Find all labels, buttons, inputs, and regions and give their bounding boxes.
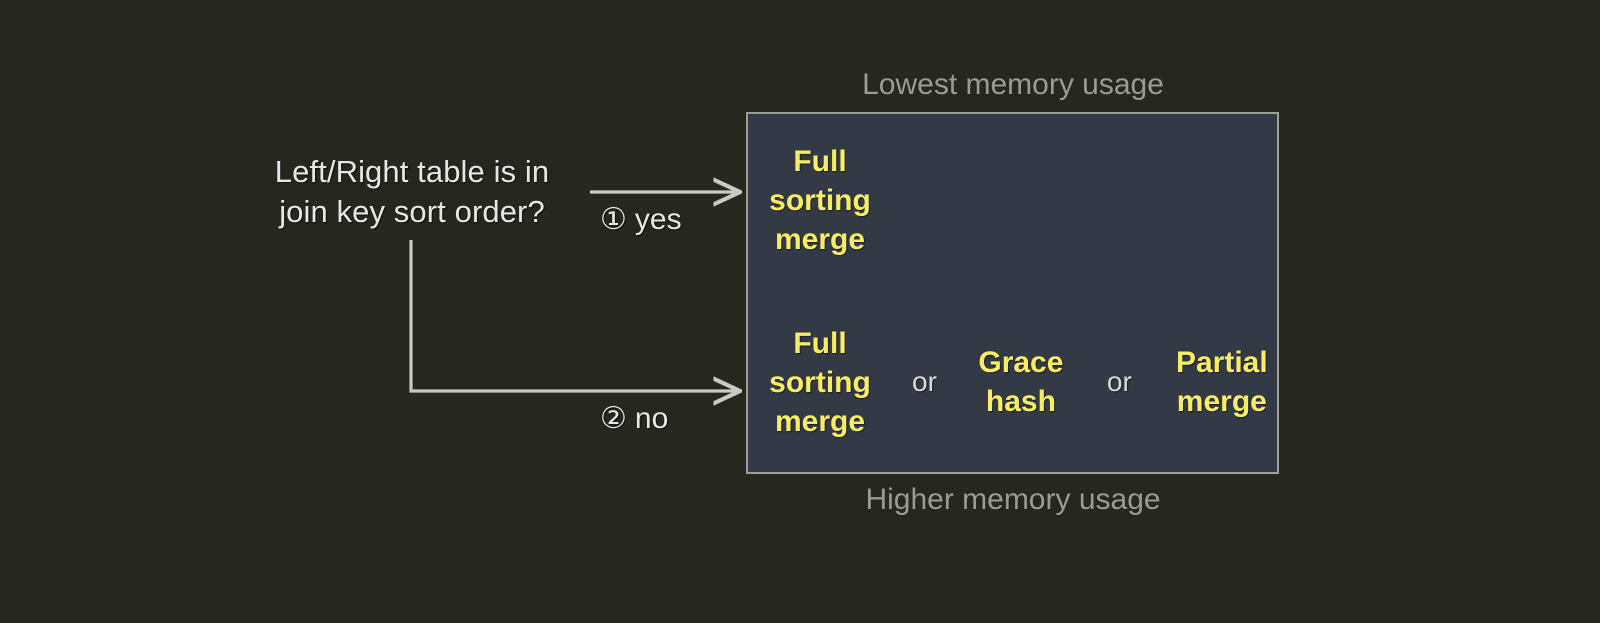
option-word: merge xyxy=(774,404,866,438)
option-word: merge xyxy=(774,222,866,256)
strategy-full-sorting-merge-unsorted: Full sorting merge xyxy=(756,324,884,441)
option-separator-2: or xyxy=(1106,366,1132,397)
option-word: merge xyxy=(1176,385,1267,418)
caption-higher-memory: Higher memory usage xyxy=(865,483,1161,516)
option-word: Partial xyxy=(1175,346,1268,379)
option-word: sorting xyxy=(769,365,871,399)
option-word: sorting xyxy=(769,183,871,217)
arrow-branch-no xyxy=(409,240,737,391)
strategy-grace-hash: Grace hash xyxy=(965,343,1077,421)
branch-text-yes: yes xyxy=(634,203,682,236)
option-word: Full xyxy=(793,326,847,360)
option-word: hash xyxy=(985,385,1056,418)
strategy-row-sorted: Full sorting merge xyxy=(748,130,1289,270)
option-word: Full xyxy=(793,144,847,178)
join-strategy-panel: Full sorting merge Full sorting merge or… xyxy=(746,112,1279,474)
strategy-full-sorting-merge-sorted: Full sorting merge xyxy=(760,142,880,259)
branch-marker-1: ① xyxy=(600,203,627,236)
strategy-row-unsorted: Full sorting merge or Grace hash or Part… xyxy=(748,312,1285,452)
question-line-1: Left/Right table is in xyxy=(274,154,550,189)
caption-lowest-memory: Lowest memory usage xyxy=(862,68,1164,101)
option-separator-1: or xyxy=(912,366,937,397)
strategy-partial-merge: Partial merge xyxy=(1162,343,1282,421)
decision-question: Left/Right table is in join key sort ord… xyxy=(228,152,596,231)
branch-marker-2: ② xyxy=(600,402,627,435)
question-line-2: join key sort order? xyxy=(279,193,545,229)
branch-text-no: no xyxy=(634,402,669,435)
option-word: Grace xyxy=(978,346,1064,379)
